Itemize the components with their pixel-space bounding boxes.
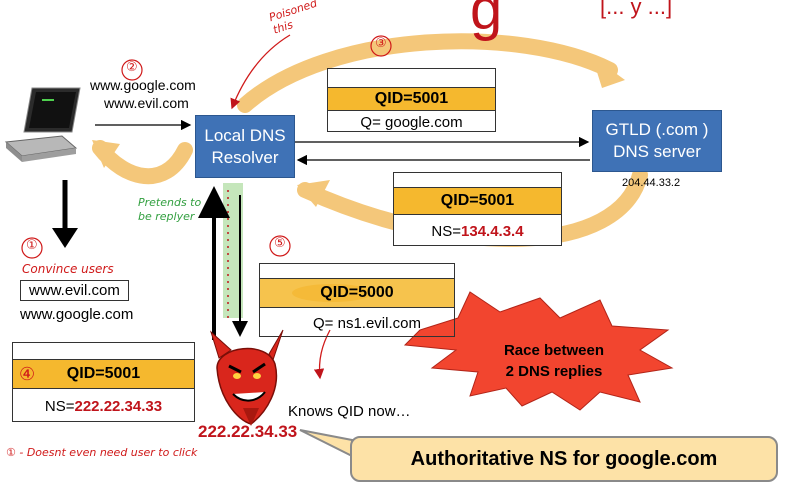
step2-label: ② xyxy=(126,60,138,75)
packet-query-qid: QID=5001 xyxy=(328,88,495,111)
annotation-footnote: ① - Doesnt even need user to click xyxy=(6,446,198,459)
callout-pointer xyxy=(299,429,353,458)
devil-icon xyxy=(207,328,287,428)
packet-spoofed-reply-ns: NS=222.22.34.33 xyxy=(13,389,194,423)
race-line1: Race between xyxy=(503,342,605,359)
qid5000-arrow xyxy=(313,329,331,380)
arrowhead-laptop xyxy=(92,140,120,168)
page-title-fragment: g xyxy=(470,0,503,42)
client-query-google: www.google.com xyxy=(90,77,196,93)
gtld-line1: GTLD (.com ) xyxy=(605,120,709,139)
race-line2: 2 DNS replies xyxy=(505,363,603,380)
client-query-evil: www.evil.com xyxy=(104,95,189,111)
packet-gtld-reply: QID=5001 NS=134.4.3.4 xyxy=(393,172,562,246)
gtld-line2: DNS server xyxy=(613,142,701,161)
gtld-ip: 204.44.33.2 xyxy=(622,177,681,189)
local-dns-line1: Local DNS xyxy=(204,125,286,145)
page-title-bracket: [... y ...] xyxy=(600,0,673,19)
step4-label: ④ xyxy=(19,363,36,385)
victim-site-evil: www.evil.com xyxy=(20,280,129,301)
local-dns-resolver-node: Local DNS Resolver xyxy=(195,115,295,178)
arrow-resolver-to-gtld xyxy=(237,33,618,113)
orange-arrowheads xyxy=(92,56,625,207)
step5-marker xyxy=(269,235,291,257)
annotation-convince: Convince users xyxy=(22,262,114,276)
spoofed-ns-prefix: NS= xyxy=(44,397,75,415)
local-dns-line2: Resolver xyxy=(211,147,279,167)
packet-spoofed-reply-qid: ④ QID=5001 xyxy=(13,360,194,389)
arrowhead-gtld xyxy=(592,56,625,88)
race-label: Race between 2 DNS replies xyxy=(484,340,624,382)
packet-query: QID=5001 Q= google.com xyxy=(327,68,496,132)
attacker-ip: 222.22.34.33 xyxy=(198,422,298,441)
arrowhead-down-convince xyxy=(52,228,78,248)
arrowhead-resolver xyxy=(297,180,330,207)
packet-gtld-reply-ns: NS=134.4.3.4 xyxy=(394,215,561,247)
step2-marker xyxy=(121,59,143,81)
step3-marker xyxy=(370,35,392,57)
step1-marker xyxy=(21,237,43,259)
packet-attacker-query-qid: QID=5000 xyxy=(260,279,454,308)
annotation-pretends: Pretends to be replyer xyxy=(138,196,202,223)
packet-spoofed-reply: ④ QID=5001 NS=222.22.34.33 xyxy=(12,342,195,422)
poisoned-arrow xyxy=(230,34,291,110)
packet-query-q: Q= google.com xyxy=(360,113,463,131)
laptop-icon xyxy=(2,80,90,170)
spoofed-qid-text: QID=5001 xyxy=(66,365,141,382)
step1-label: ① xyxy=(26,238,38,253)
packet-attacker-query-q: Q= ns1.evil.com xyxy=(313,314,421,332)
step5-label: ⑤ xyxy=(274,236,286,251)
victim-site-google: www.google.com xyxy=(20,306,134,323)
gtld-dns-server-node: GTLD (.com ) DNS server xyxy=(592,110,722,172)
packet-gtld-reply-qid: QID=5001 xyxy=(394,188,561,215)
packet-attacker-query: QID=5000 Q= ns1.evil.com xyxy=(259,263,455,337)
attacker-knows-qid: Knows QID now… xyxy=(288,403,411,420)
spoofed-ns-value: 222.22.34.33 xyxy=(74,397,163,415)
explosion-icon xyxy=(403,291,674,411)
authoritative-ns-callout: Authoritative NS for google.com xyxy=(350,436,778,482)
step3-label: ③ xyxy=(375,36,387,51)
gtld-ns-value: 134.4.3.4 xyxy=(461,222,524,240)
gtld-ns-prefix: NS= xyxy=(431,222,462,240)
